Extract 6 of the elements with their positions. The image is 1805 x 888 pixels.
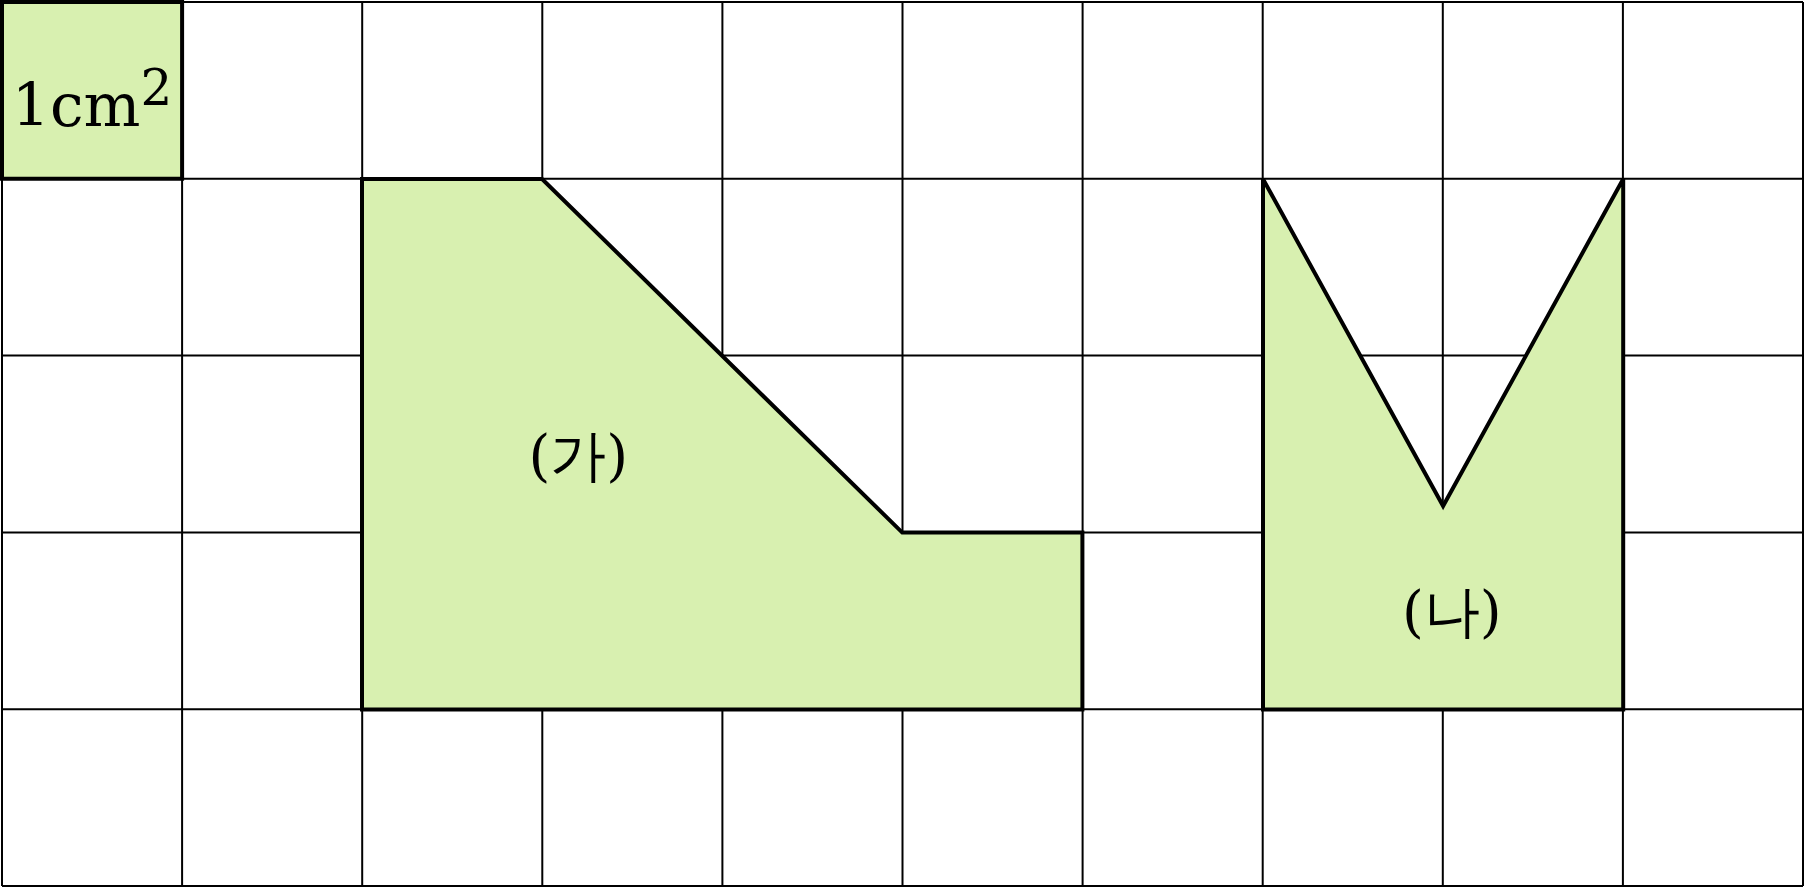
- shape-label: (나): [1401, 583, 1502, 640]
- shaded-shape: [1262, 178, 1623, 710]
- unit-square: [2, 2, 183, 179]
- shape-label: 1cm$^{2}$: [11, 63, 173, 136]
- shaded-shape: [362, 178, 1083, 710]
- shape-label: (가): [528, 428, 629, 485]
